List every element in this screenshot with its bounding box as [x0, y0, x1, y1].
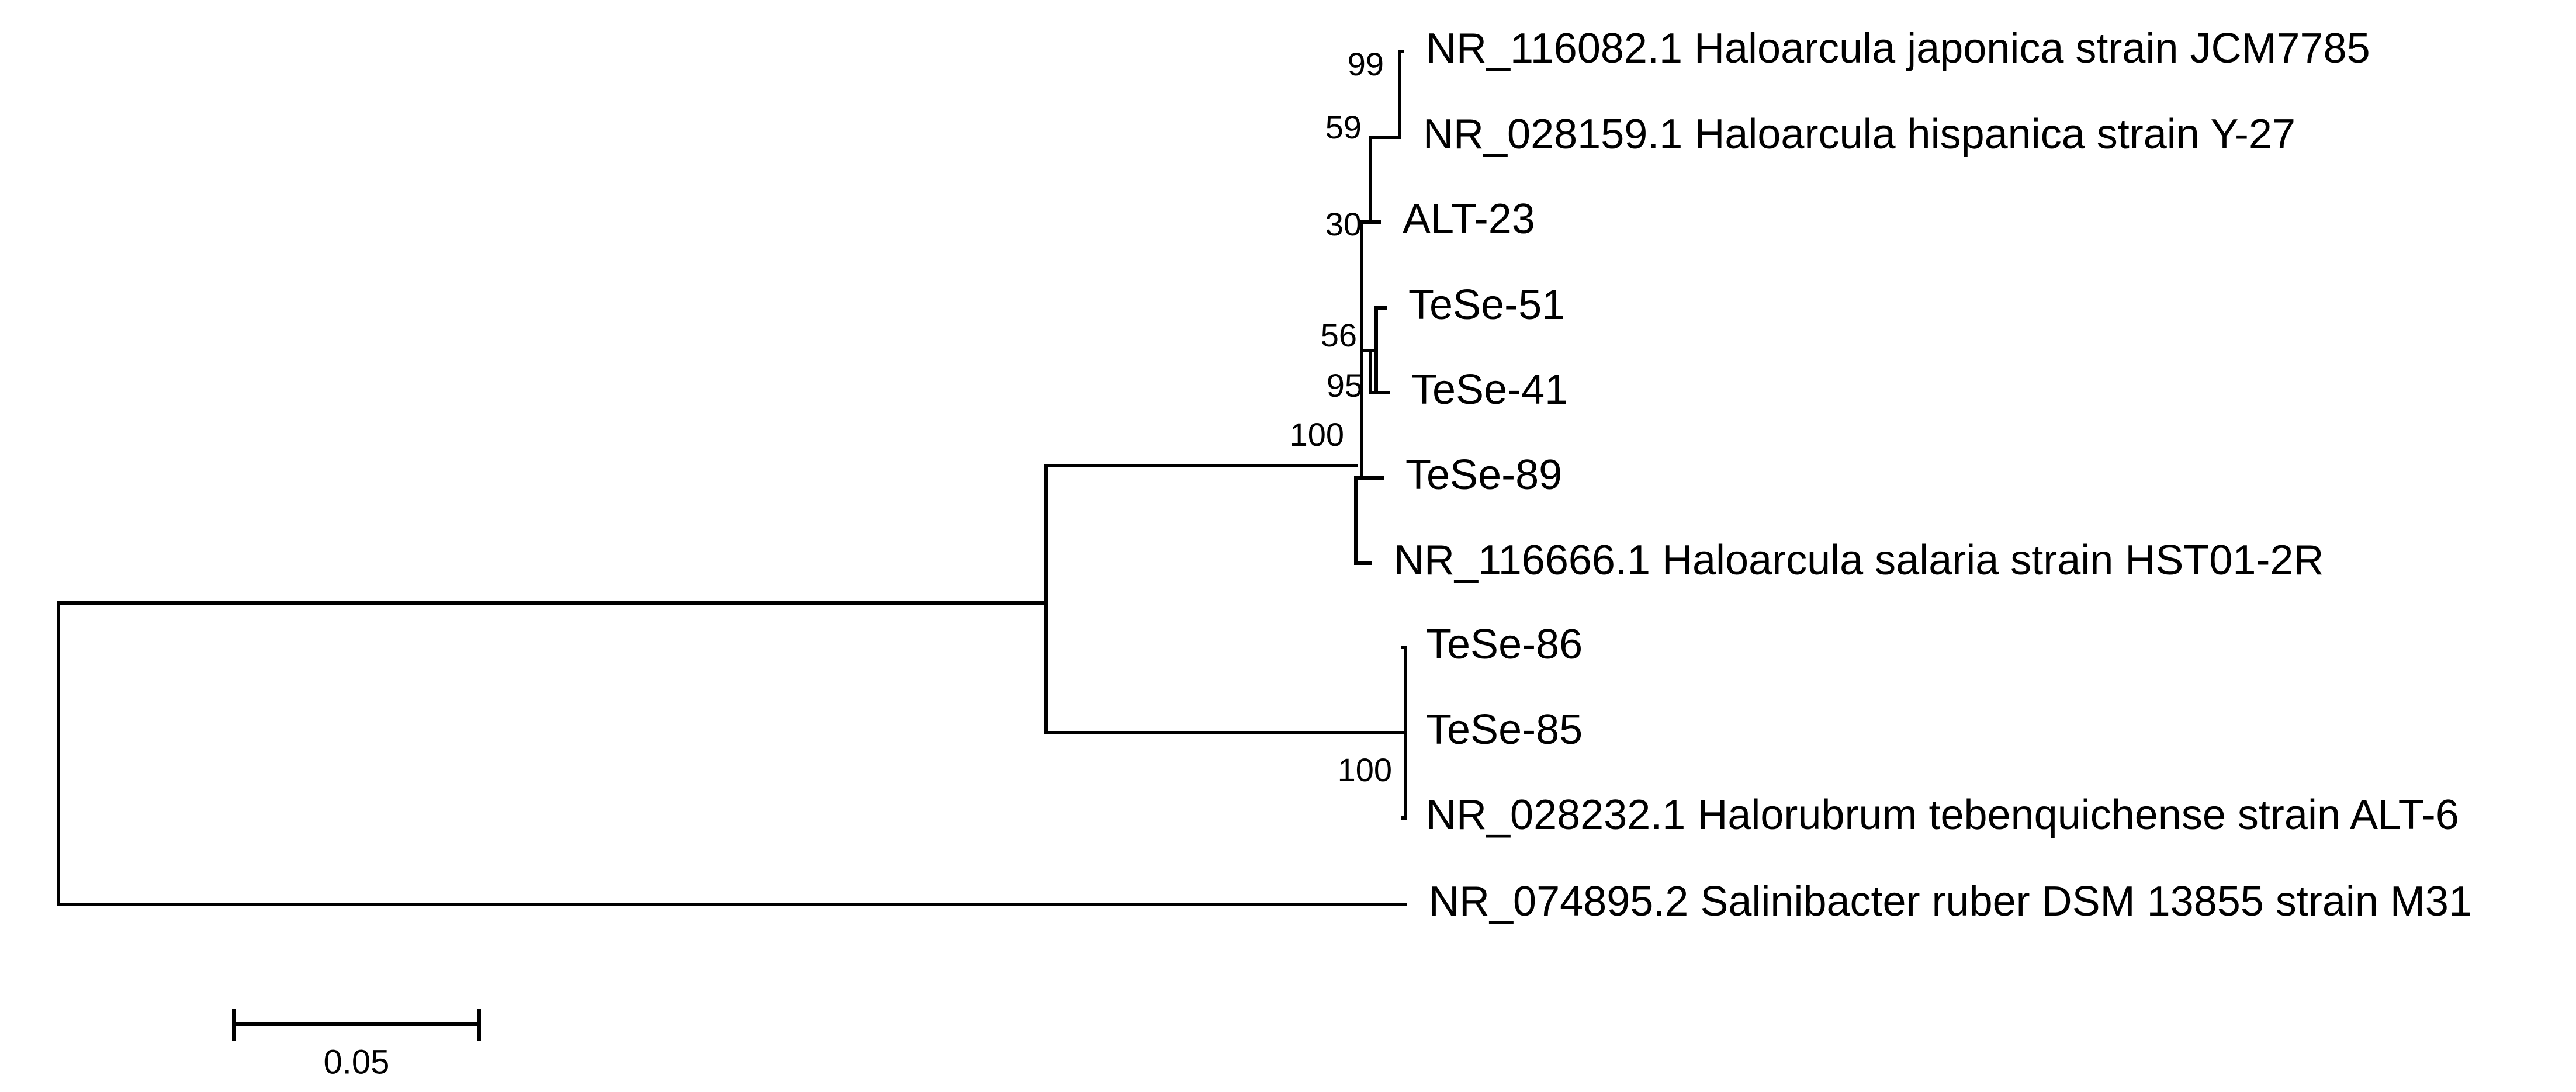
scale-bar: 0.05 [232, 1009, 481, 1081]
bootstrap-values: 99 59 30 56 95 100 100 [1290, 46, 1392, 788]
leaf-label-9: TeSe-85 [1426, 706, 1583, 753]
leaf-label-3: ALT-23 [1403, 196, 1535, 242]
bootstrap-b99: 99 [1348, 46, 1384, 82]
leaf-label-5: TeSe-41 [1411, 366, 1568, 413]
tree-branches [57, 50, 1407, 906]
leaf-label-2: NR_028159.1 Haloarcula hispanica strain … [1423, 111, 2295, 158]
leaf-label-11: NR_074895.2 Salinibacter ruber DSM 13855… [1429, 878, 2472, 925]
bootstrap-b59: 59 [1325, 109, 1362, 145]
leaf-label-4: TeSe-51 [1408, 282, 1565, 328]
bootstrap-b56: 56 [1321, 317, 1357, 353]
bootstrap-b95: 95 [1327, 367, 1363, 404]
leaf-label-7: NR_116666.1 Haloarcula salaria strain HS… [1394, 537, 2324, 584]
scale-bar-label: 0.05 [324, 1043, 390, 1081]
leaf-label-8: TeSe-86 [1426, 621, 1583, 668]
bootstrap-b100b: 100 [1338, 751, 1392, 788]
leaf-label-10: NR_028232.1 Halorubrum tebenquichense st… [1426, 792, 2459, 838]
bootstrap-b100a: 100 [1290, 416, 1344, 453]
bootstrap-b30: 30 [1325, 206, 1362, 242]
leaf-labels: NR_116082.1 Haloarcula japonica strain J… [1394, 25, 2472, 925]
leaf-label-1: NR_116082.1 Haloarcula japonica strain J… [1426, 25, 2370, 72]
leaf-label-6: TeSe-89 [1405, 452, 1562, 498]
